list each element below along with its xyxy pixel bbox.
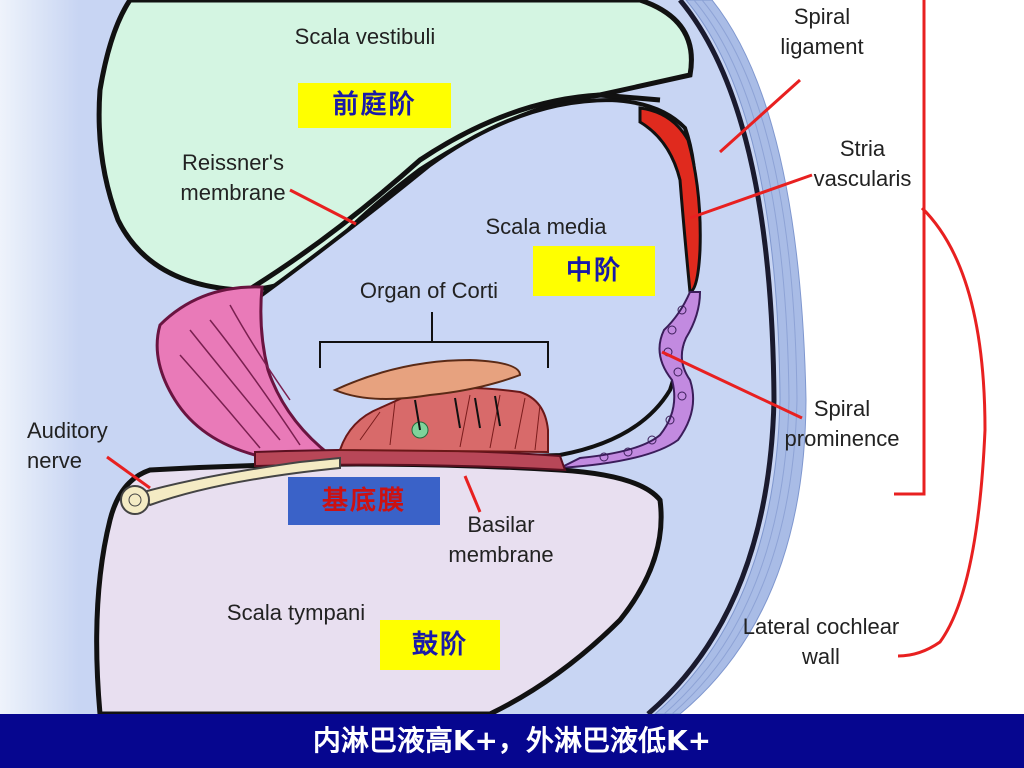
cn-label-basilar-membrane: 基底膜 xyxy=(288,477,440,525)
label-scala-media: Scala media xyxy=(485,214,607,239)
cn-label-scala-media: 中阶 xyxy=(533,246,655,296)
reissners-membrane-line xyxy=(243,92,661,295)
lateral-wall-bracket xyxy=(894,0,926,496)
spiral-prominence-shape xyxy=(559,291,702,469)
label-spiral-prominence: Spiral prominence xyxy=(784,396,900,451)
label-stria-vascularis: Stria vascularis xyxy=(813,136,912,191)
label-scala-vestibuli: Scala vestibuli xyxy=(294,24,436,49)
label-spiral-ligament: Spiral ligament xyxy=(780,4,864,59)
label-reissners-membrane: Reissner's membrane xyxy=(180,150,286,205)
cn-label-scala-tympani: 鼓阶 xyxy=(380,620,500,670)
label-scala-tympani: Scala tympani xyxy=(226,600,366,625)
label-auditory-nerve: Auditory nerve xyxy=(27,418,108,473)
pointer-lines xyxy=(106,78,813,513)
label-organ-of-corti: Organ of Corti xyxy=(359,278,499,303)
stria-vascularis-shape xyxy=(638,106,702,294)
lateral-wall-brace xyxy=(897,206,987,658)
label-lateral-cochlear-wall: Lateral cochlear wall xyxy=(742,614,900,669)
auditory-nerve-fiber xyxy=(138,456,341,507)
auditory-nerve-end xyxy=(120,485,150,515)
footer-text: 内淋巴液高K+，外淋巴液低K+ xyxy=(312,724,712,757)
organ-of-corti-bracket xyxy=(319,312,549,368)
spiral-ligament-band xyxy=(654,0,807,714)
label-basilar-membrane: Basilar membrane xyxy=(448,512,554,567)
tectorial-membrane xyxy=(332,358,522,400)
cochlea-cross-section-diagram xyxy=(0,0,987,714)
footer-caption: 内淋巴液高K+，外淋巴液低K+ xyxy=(0,714,1024,768)
spiral-limbus-shape xyxy=(155,285,335,457)
cn-label-scala-vestibuli: 前庭阶 xyxy=(298,83,451,128)
